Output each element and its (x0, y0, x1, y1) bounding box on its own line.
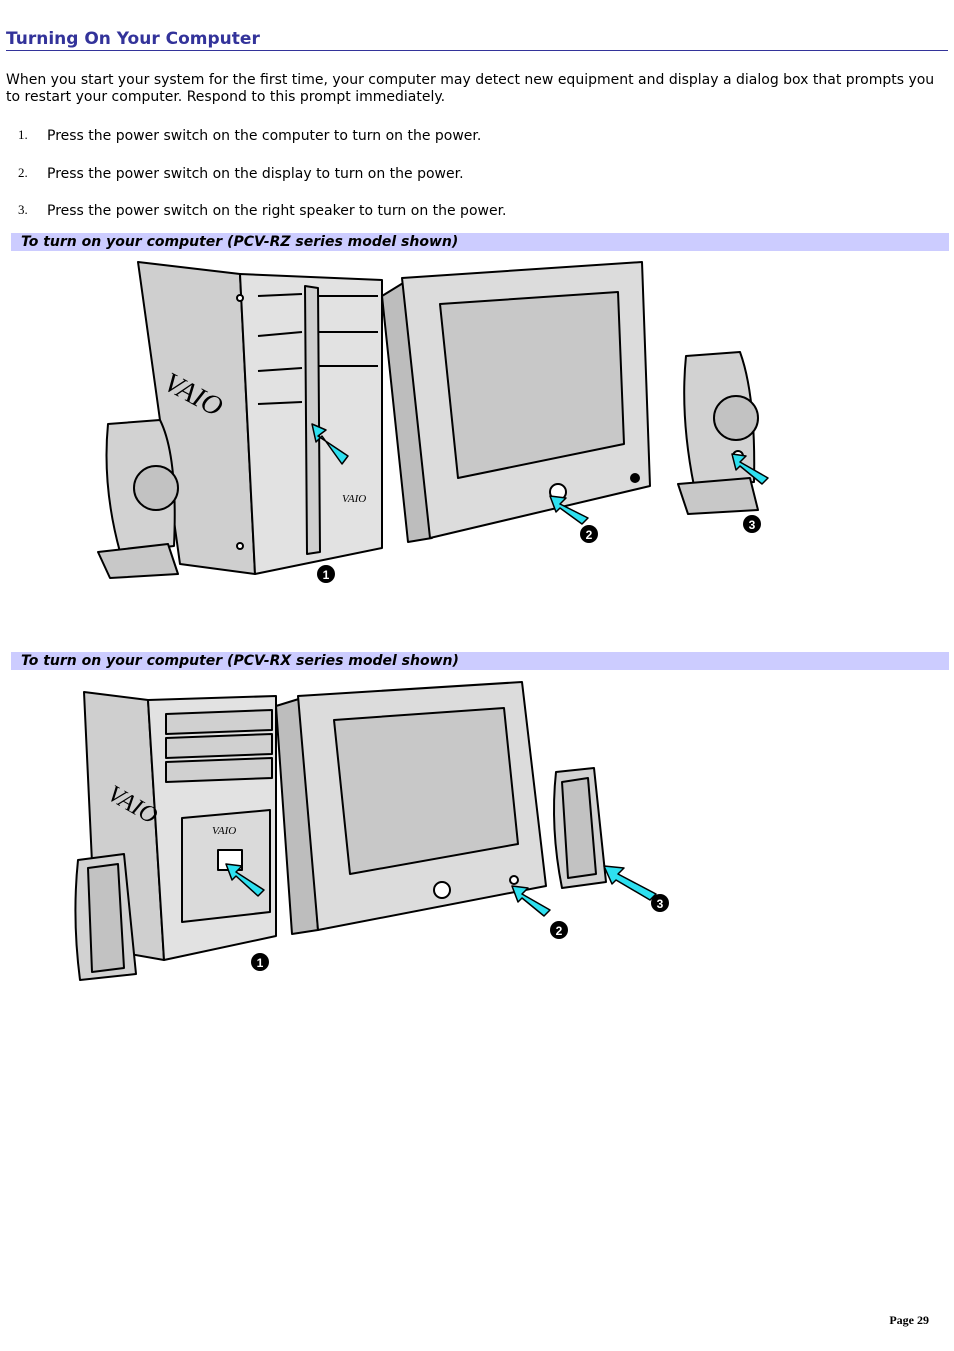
svg-text:3: 3 (749, 518, 756, 532)
svg-text:2: 2 (586, 528, 593, 542)
step-number: 2. (18, 165, 28, 180)
svg-text:1: 1 (257, 956, 264, 970)
illustration-pcv-rx: VAIO VAIO 1 2 3 (74, 681, 669, 981)
page-title: Turning On Your Computer (6, 29, 948, 51)
brand-logo: VAIO (342, 493, 366, 505)
illustration-pcv-rz: VAIO VAIO 1 2 3 (97, 261, 769, 583)
intro-paragraph: When you start your system for the first… (6, 72, 935, 105)
arrow-icon (311, 423, 769, 525)
figure-pcv-rz: VAIO VAIO 1 2 3 (90, 256, 790, 590)
figure-caption-rx: To turn on your computer (PCV-RX series … (11, 652, 949, 670)
step-text: Press the power switch on the display to… (47, 166, 464, 182)
monitor-screen (333, 707, 519, 875)
monitor-screen (439, 291, 625, 479)
callout-icon: 1 2 3 (251, 894, 669, 971)
page-number: Page 29 (889, 1313, 929, 1327)
step-number: 3. (18, 202, 28, 217)
svg-text:2: 2 (556, 924, 563, 938)
step-text: Press the power switch on the right spea… (47, 203, 507, 219)
svg-text:3: 3 (657, 897, 664, 911)
step-number: 1. (18, 127, 28, 142)
figure-caption-rz: To turn on your computer (PCV-RZ series … (11, 233, 949, 251)
svg-text:1: 1 (323, 568, 330, 582)
monitor-power-button (433, 881, 451, 899)
arrow-icon (225, 863, 657, 917)
callout-icon: 1 2 3 (317, 515, 761, 583)
brand-logo: VAIO (212, 825, 236, 837)
step-text: Press the power switch on the computer t… (47, 128, 482, 144)
figure-pcv-rx: VAIO VAIO 1 2 3 (66, 678, 686, 986)
